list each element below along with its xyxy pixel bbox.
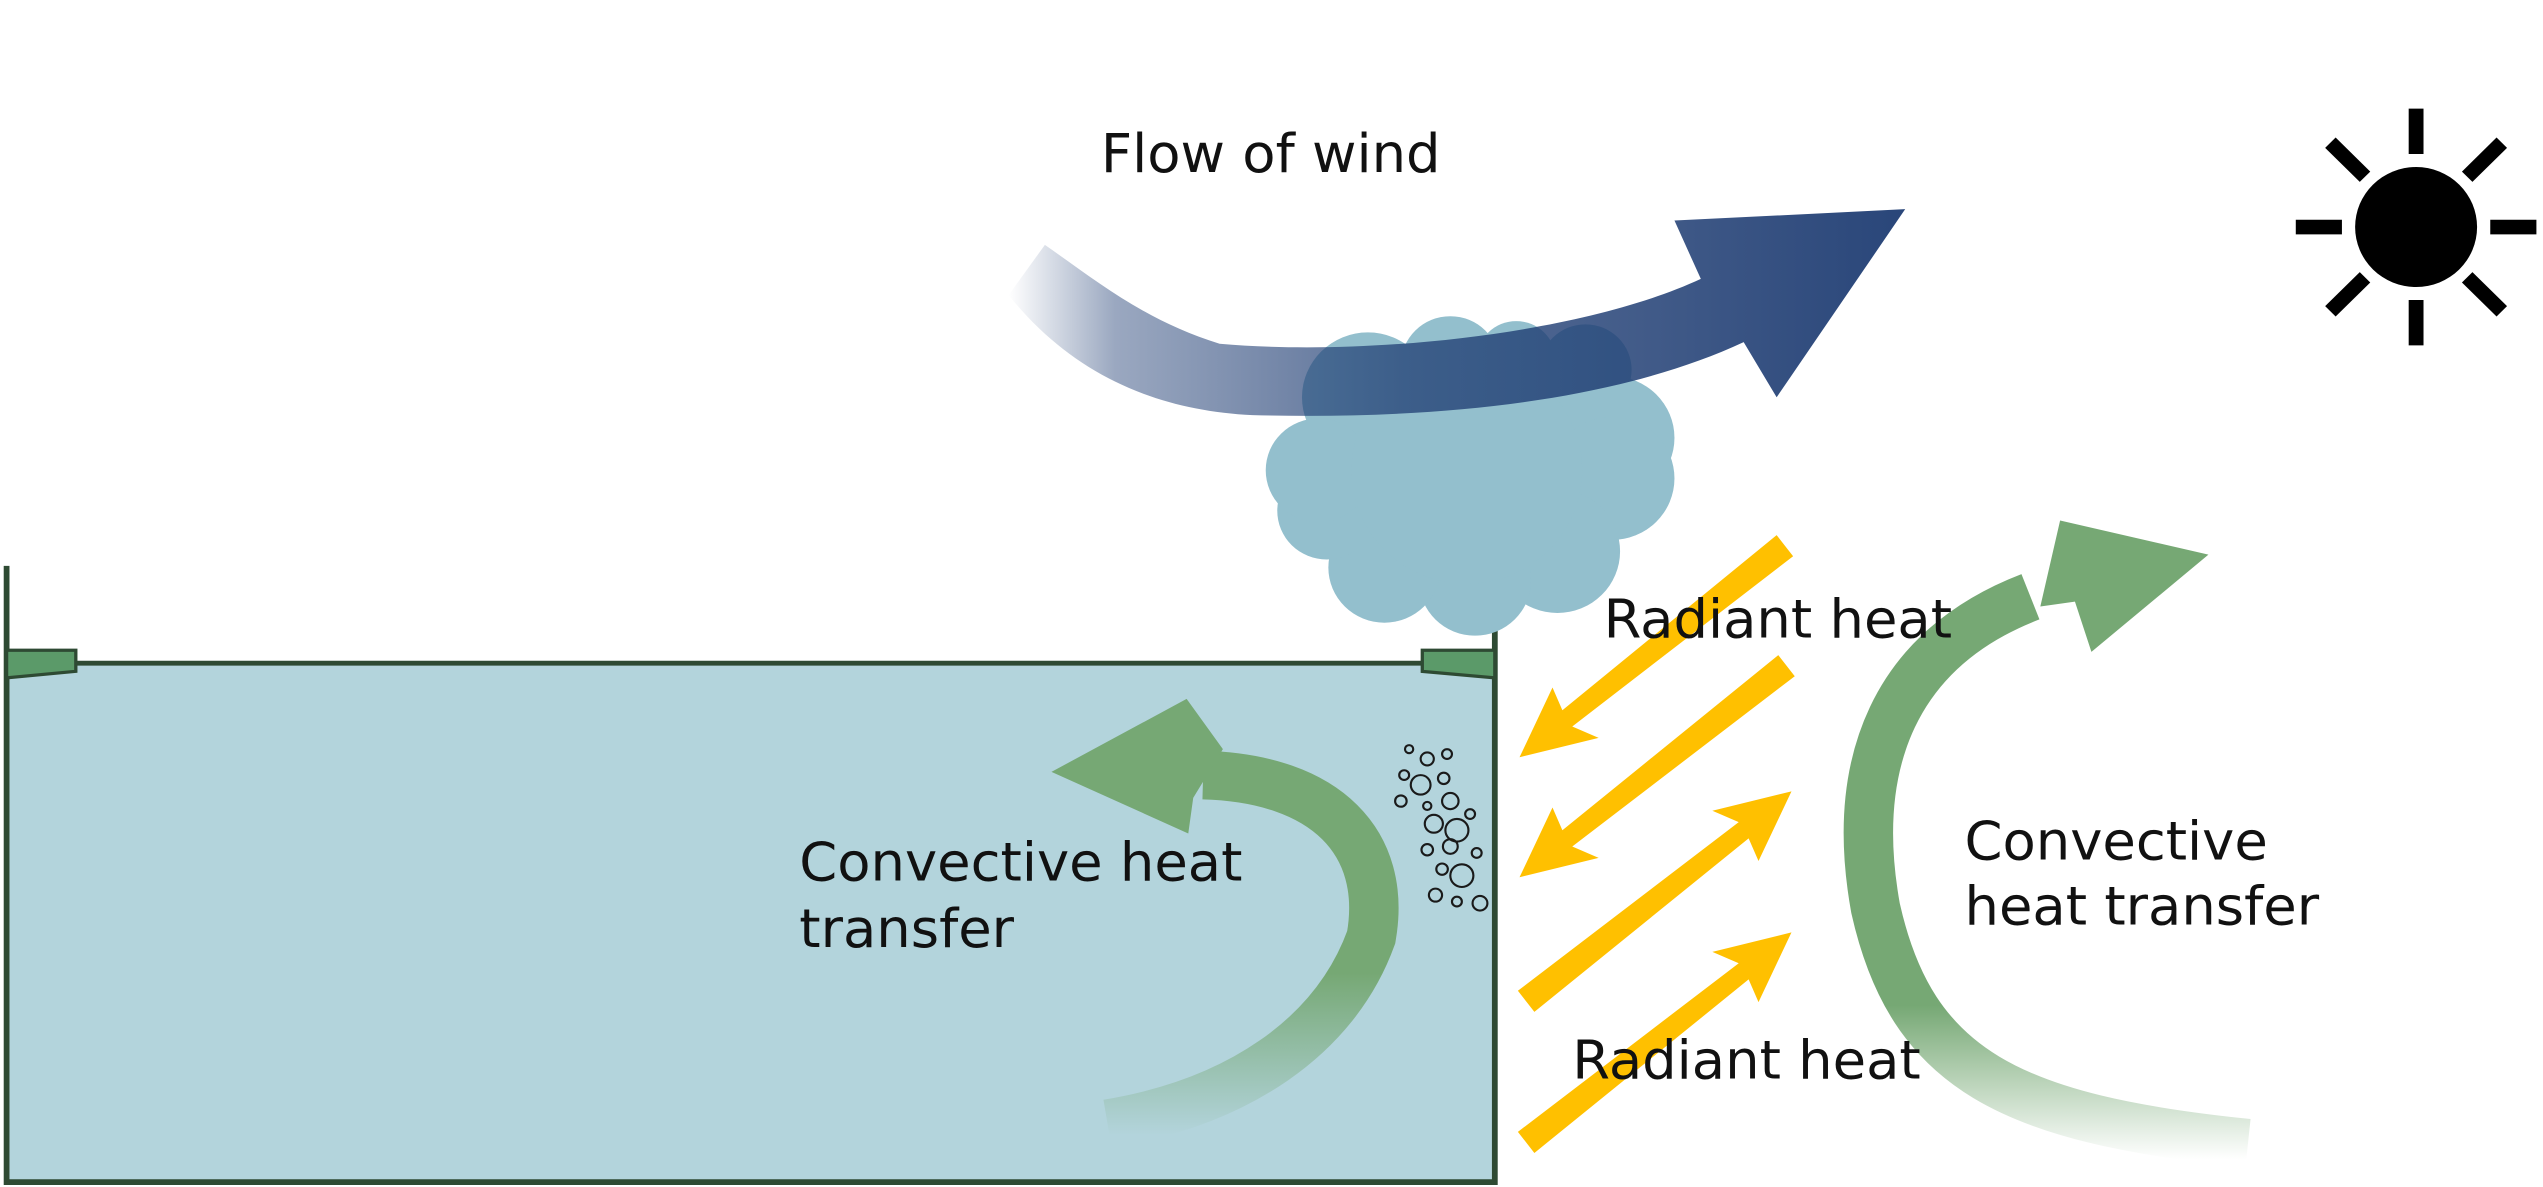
sun-icon [2295,108,2537,346]
radiant-heat-label-top: Radiant heat [1604,588,1952,650]
tank-rim-left [4,648,78,680]
tank-rim-right [1420,648,1497,680]
tank-outline [3,565,1498,1185]
convective-label-outer-line1: Convective [1965,810,2268,872]
radiant-arrow-in-1 [1519,535,1794,758]
radiant-arrows-incoming [1519,535,1795,878]
radiant-heat-label-bottom: Radiant heat [1572,1029,1920,1091]
wind-label: Flow of wind [1101,122,1441,184]
bubbles-icon [1394,744,1489,912]
convective-label-inner-line2: transfer [799,897,1015,959]
radiant-arrow-in-2 [1519,655,1795,878]
wind-arrow [1008,209,1906,416]
convective-arrow-outer [1843,520,2251,1168]
radiant-arrows-outgoing [1517,791,1792,1153]
convective-arrow-inner [1051,698,1399,1148]
radiant-arrow-out-2 [1517,932,1792,1153]
convective-label-outer-line2: heat transfer [1965,875,2320,937]
convective-label-inner-line1: Convective heat [799,831,1242,893]
water-body [6,663,1495,1183]
radiant-arrow-out-1 [1517,791,1792,1012]
